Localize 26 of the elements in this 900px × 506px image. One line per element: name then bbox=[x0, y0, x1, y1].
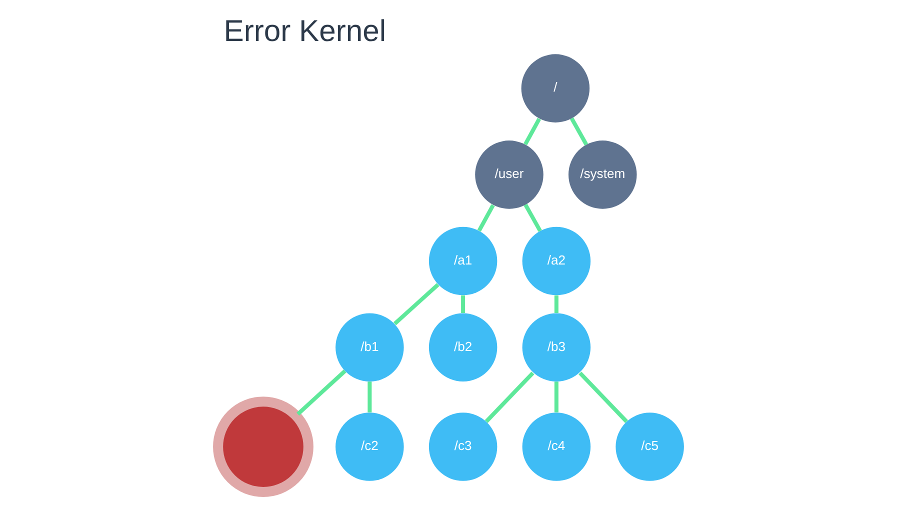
connector bbox=[484, 371, 534, 422]
connector bbox=[570, 116, 588, 146]
node-circle: /b2 bbox=[428, 312, 498, 382]
node-circle: /b3 bbox=[522, 312, 591, 382]
node-circle: /a2 bbox=[522, 226, 591, 295]
node-circle: /c3 bbox=[428, 412, 498, 480]
node-circle: /c5 bbox=[616, 412, 684, 480]
connector bbox=[554, 381, 558, 412]
node-circle: /user bbox=[475, 140, 544, 208]
node-circle: /system bbox=[568, 140, 637, 208]
node-circle: / bbox=[521, 54, 590, 122]
connector bbox=[477, 204, 495, 232]
node-circle: /c4 bbox=[522, 412, 591, 480]
diagram-title: Error Kernel bbox=[224, 14, 386, 48]
node-circle: /b1 bbox=[336, 312, 404, 382]
connector bbox=[524, 117, 542, 145]
connector bbox=[578, 371, 628, 422]
connector bbox=[393, 282, 440, 325]
node-circle: /c2 bbox=[336, 412, 404, 480]
connector bbox=[368, 381, 372, 412]
node-circle: /a1 bbox=[428, 226, 498, 295]
connector bbox=[524, 203, 542, 232]
connector bbox=[554, 294, 558, 313]
node-circle bbox=[213, 396, 314, 496]
connector bbox=[296, 369, 346, 416]
connector bbox=[461, 294, 466, 313]
